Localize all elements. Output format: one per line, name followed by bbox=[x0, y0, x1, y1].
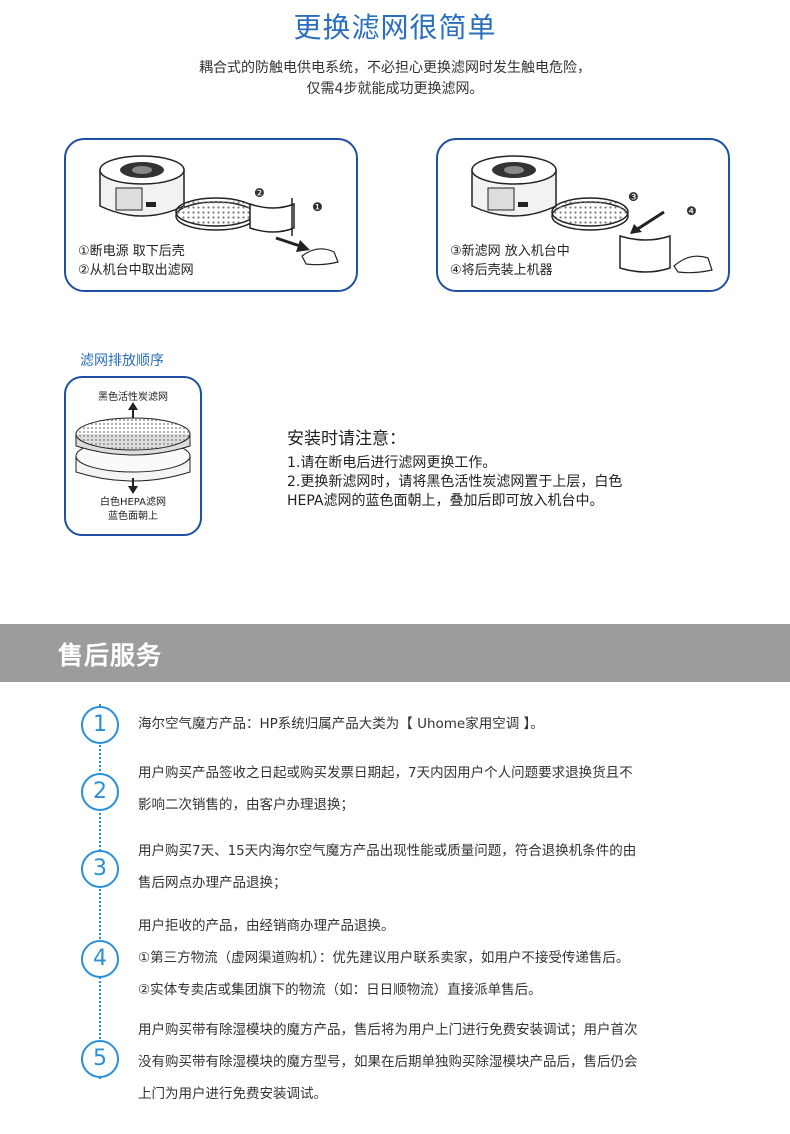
step-line: ④将后壳装上机器 bbox=[450, 263, 553, 278]
install-filter-illustration bbox=[471, 155, 713, 274]
hepa-line: 白色HEPA滤网 bbox=[99, 497, 167, 508]
service-line: ②实体专卖店或集团旗下的物流（如：日日顺物流）直接派单售后。 bbox=[138, 982, 542, 998]
service-line: 售后网点办理产品退换； bbox=[138, 875, 287, 891]
step-instructions: ③新滤网 放入机台中 ④将后壳装上机器 bbox=[450, 242, 570, 280]
subtitle-line: 仅需4步就能成功更换滤网。 bbox=[306, 81, 484, 97]
remove-filter-illustration bbox=[99, 155, 339, 266]
notice-line: 1.请在断电后进行滤网更换工作。 bbox=[287, 455, 497, 471]
step-card-remove: ❷ ❶ ①断电源 取下后壳 ②从机台中取出滤网 bbox=[64, 138, 358, 292]
service-number-3: 3 bbox=[81, 850, 119, 888]
step-badge-4: ❹ bbox=[686, 204, 697, 218]
service-item-1: 海尔空气魔方产品：HP系统归属产品大类为【 Uhome家用空调 】。 bbox=[138, 708, 738, 740]
service-line: 用户购买产品签收之日起或购买发票日期起，7天内因用户个人问题要求退换货且不 bbox=[138, 765, 633, 781]
page-subtitle: 耦合式的防触电供电系统，不必担心更换滤网时发生触电危险， 仅需4步就能成功更换滤… bbox=[0, 58, 790, 100]
service-line: 用户拒收的产品，由经销商办理产品退换。 bbox=[138, 918, 395, 934]
service-item-2: 用户购买产品签收之日起或购买发票日期起，7天内因用户个人问题要求退换货且不 影响… bbox=[138, 757, 738, 821]
service-line: 海尔空气魔方产品：HP系统归属产品大类为【 Uhome家用空调 】。 bbox=[138, 716, 544, 732]
service-line: 影响二次销售的，由客户办理退换； bbox=[138, 797, 354, 813]
service-number-1: 1 bbox=[81, 706, 119, 744]
step-card-install: ❸ ❹ ③新滤网 放入机台中 ④将后壳装上机器 bbox=[436, 138, 730, 292]
service-number-4: 4 bbox=[81, 940, 119, 978]
page-title: 更换滤网很简单 bbox=[293, 11, 497, 44]
filter-order-card: 黑色活性炭滤网 白色HEPA滤网 蓝色面朝上 bbox=[64, 376, 202, 536]
service-line: 用户购买7天、15天内海尔空气魔方产品出现性能或质量问题，符合退换机条件的由 bbox=[138, 843, 637, 859]
step-badge-1: ❶ bbox=[312, 200, 323, 214]
subtitle-line: 耦合式的防触电供电系统，不必担心更换滤网时发生触电危险， bbox=[199, 60, 591, 76]
hepa-filter-label: 白色HEPA滤网 蓝色面朝上 bbox=[66, 496, 200, 524]
install-notice: 安装时请注意： 1.请在断电后进行滤网更换工作。 2.更换新滤网时，请将黑色活性… bbox=[287, 430, 757, 511]
service-line: 上门为用户进行免费安装调试。 bbox=[138, 1086, 327, 1102]
notice-line: 2.更换新滤网时，请将黑色活性炭滤网置于上层，白色 bbox=[287, 474, 623, 490]
filter-order-title: 滤网排放顺序 bbox=[80, 353, 164, 369]
service-number-2: 2 bbox=[81, 773, 119, 811]
service-timeline bbox=[99, 704, 101, 1079]
service-item-3: 用户购买7天、15天内海尔空气魔方产品出现性能或质量问题，符合退换机条件的由 售… bbox=[138, 835, 738, 899]
service-line: 用户购买带有除湿模块的魔方产品，售后将为用户上门进行免费安装调试；用户首次 bbox=[138, 1022, 638, 1038]
step-badge-3: ❸ bbox=[628, 190, 639, 204]
step-line: ②从机台中取出滤网 bbox=[78, 263, 194, 278]
service-title: 售后服务 bbox=[58, 641, 163, 670]
notice-title: 安装时请注意： bbox=[287, 429, 406, 449]
hepa-line: 蓝色面朝上 bbox=[108, 511, 158, 522]
step-line: ①断电源 取下后壳 bbox=[78, 244, 185, 259]
carbon-filter-label: 黑色活性炭滤网 bbox=[98, 392, 168, 403]
service-header-bar: 售后服务 bbox=[0, 624, 790, 682]
notice-line: HEPA滤网的蓝色面朝上，叠加后即可放入机台中。 bbox=[287, 493, 604, 509]
service-number-5: 5 bbox=[81, 1040, 119, 1078]
filter-stack-illustration bbox=[75, 402, 191, 494]
step-line: ③新滤网 放入机台中 bbox=[450, 244, 570, 259]
service-line: 没有购买带有除湿模块的魔方型号，如果在后期单独购买除湿模块产品后，售后仍会 bbox=[138, 1054, 638, 1070]
step-badge-2: ❷ bbox=[254, 186, 265, 200]
service-line: ①第三方物流（虚网渠道购机）：优先建议用户联系卖家，如用户不接受传递售后。 bbox=[138, 950, 630, 966]
service-item-5: 用户购买带有除湿模块的魔方产品，售后将为用户上门进行免费安装调试；用户首次 没有… bbox=[138, 1014, 738, 1110]
step-instructions: ①断电源 取下后壳 ②从机台中取出滤网 bbox=[78, 242, 194, 280]
service-item-4: 用户拒收的产品，由经销商办理产品退换。 ①第三方物流（虚网渠道购机）：优先建议用… bbox=[138, 910, 738, 1006]
